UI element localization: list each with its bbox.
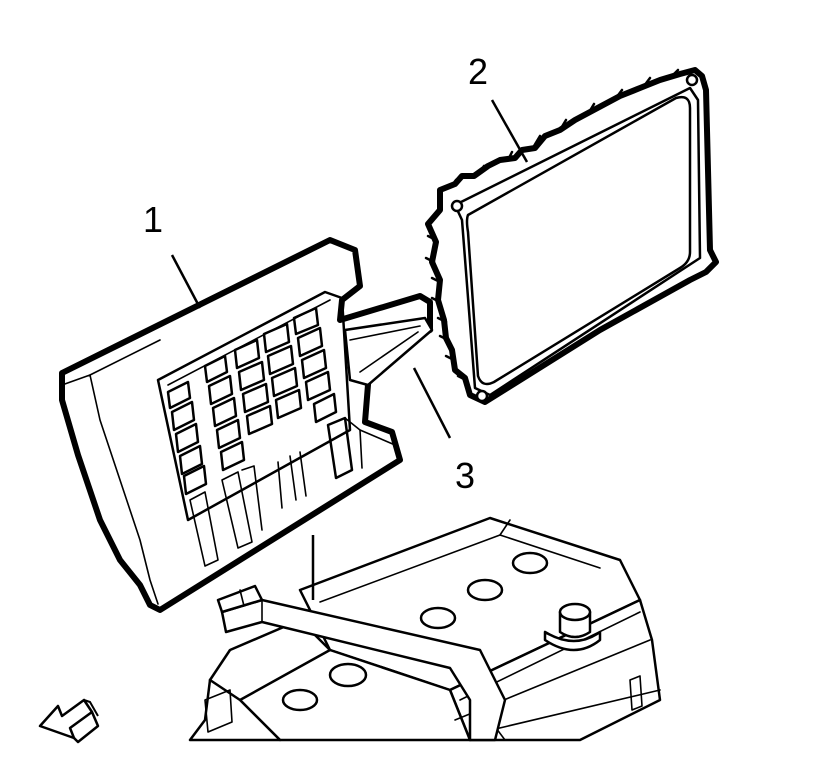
callout-3: 3 (455, 455, 475, 496)
ecm-bracket-1 (59, 237, 433, 613)
bracket-tab-3 (343, 316, 452, 439)
callout-1: 1 (143, 199, 163, 240)
front-direction-arrow-icon (38, 698, 100, 744)
callout-2: 2 (468, 51, 488, 92)
battery-hold-down-bracket (216, 584, 507, 742)
ventilation-grid (166, 306, 338, 496)
battery (188, 516, 662, 742)
engine-control-module-2 (424, 67, 719, 405)
